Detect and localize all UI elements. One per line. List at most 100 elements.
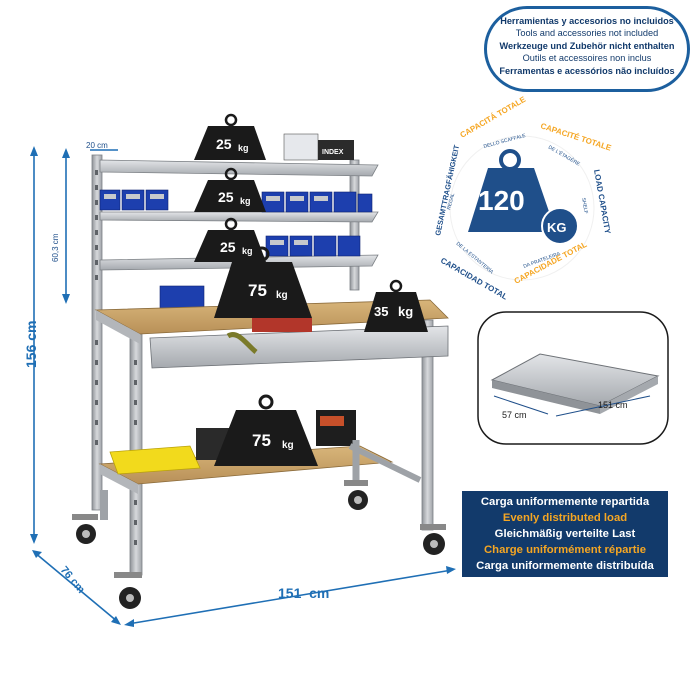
total-height-label: 156 cm bbox=[23, 321, 39, 368]
weight-third-shelf-value: 25 bbox=[220, 239, 236, 255]
width-dimension-line bbox=[127, 569, 453, 625]
drawer-tray-side bbox=[600, 376, 658, 414]
caster-wheel-icon bbox=[114, 572, 142, 609]
weight-drawer-value: 35 bbox=[374, 304, 388, 319]
badge-ring-it-sub: DELLO SCAFFALE bbox=[483, 133, 527, 150]
bottom-shelf-edge bbox=[100, 464, 138, 494]
weight-icon bbox=[364, 292, 428, 332]
drawer-callout: 57 cm 151 cm bbox=[477, 311, 669, 445]
weight-worktop-value: 75 bbox=[248, 281, 267, 300]
weight-ring-icon bbox=[258, 394, 274, 410]
callout-width-line bbox=[555, 395, 651, 417]
badge-ring-de: GESAMTTRAGFÄHIGKEIT bbox=[433, 144, 461, 237]
arrow-right-icon bbox=[111, 616, 121, 625]
badge-unit: KG bbox=[547, 220, 567, 235]
arrow-down-icon bbox=[62, 294, 70, 304]
weight-second-shelf: 25 kg bbox=[194, 167, 266, 212]
notice-line-pt: Ferramentas e acessórios não incluídos bbox=[499, 65, 675, 76]
arrow-right-icon bbox=[446, 566, 456, 574]
arrow-left-icon bbox=[124, 619, 134, 627]
weight-icon bbox=[214, 262, 312, 318]
badge-ring-en-sub: SHELF bbox=[580, 197, 589, 214]
legend-line-fr: Charge uniformément répartie bbox=[484, 544, 646, 556]
weight-unit: kg bbox=[238, 143, 249, 153]
weight-top-shelf-value: 25 bbox=[216, 136, 232, 152]
bin-contents bbox=[104, 194, 328, 245]
toolbox-latch bbox=[320, 416, 344, 426]
red-toolbox bbox=[252, 318, 312, 332]
legend-line-en: Evenly distributed load bbox=[502, 512, 628, 524]
gloves bbox=[226, 332, 258, 354]
depth-dimension-line bbox=[33, 551, 119, 623]
worktop-edge bbox=[96, 310, 140, 344]
badge-ring-it: CAPACITÁ TOTALE bbox=[459, 94, 528, 139]
weight-unit: kg bbox=[240, 196, 251, 206]
badge-ring-es: CAPACIDAD TOTAL bbox=[439, 256, 509, 302]
caster-wheel-icon bbox=[344, 480, 368, 510]
frame-rail bbox=[348, 443, 422, 483]
casters bbox=[72, 480, 446, 609]
badge-ring-regal: REGAL bbox=[446, 192, 456, 210]
arrow-up-icon bbox=[30, 146, 38, 156]
notice-line-de: Werkzeuge und Zubehör nicht enthalten bbox=[499, 40, 675, 51]
weight-unit: kg bbox=[398, 304, 413, 319]
arrow-left-icon bbox=[32, 550, 42, 558]
legend-line-de: Gleichmäßig verteilte Last bbox=[494, 528, 636, 540]
callout-depth-label: 57 cm bbox=[502, 410, 527, 420]
index-box bbox=[283, 133, 319, 161]
weight-ring-icon bbox=[254, 246, 270, 262]
weight-ring-icon bbox=[389, 279, 403, 293]
legend-line-pt: Carga uniformemente distribuída bbox=[476, 560, 654, 572]
weight-top-shelf: 25 kg bbox=[194, 113, 266, 160]
index-box-label: INDEX bbox=[322, 149, 344, 156]
load-capacity-badge: 120 KG GESAMTTRAGFÄHIGKEIT REGAL CAPACIT… bbox=[433, 94, 613, 301]
weight-ring-icon bbox=[499, 149, 521, 171]
upper-height-label: 60,3 cm bbox=[51, 233, 60, 262]
index-box-dark bbox=[318, 140, 354, 160]
notice-line-fr: Outils et accessoires non inclus bbox=[522, 53, 652, 64]
weight-bottom-shelf: 75 kg bbox=[214, 394, 318, 466]
callout-width-label: 151 cm bbox=[598, 400, 628, 410]
drawer-tray-edge bbox=[492, 380, 600, 414]
caster-wheel-icon bbox=[420, 524, 446, 555]
weight-unit: kg bbox=[282, 440, 294, 451]
dimension-lines bbox=[30, 146, 456, 627]
callout-depth-line bbox=[493, 395, 549, 415]
weight-ring-icon bbox=[224, 113, 238, 127]
weight-icon bbox=[194, 230, 266, 262]
weight-ring-icon bbox=[224, 167, 238, 181]
arrow-up-icon bbox=[62, 148, 70, 158]
badge-ring-en: LOAD CAPACITY bbox=[592, 169, 612, 235]
badge-unit-circle bbox=[541, 207, 579, 245]
badge-ring-fr-sub: DE L'ÉTAGÈRE bbox=[547, 144, 582, 168]
second-shelf bbox=[99, 211, 379, 223]
drawer bbox=[149, 325, 449, 369]
notice-line-en: Tools and accessories not included bbox=[515, 28, 659, 39]
black-toolbox bbox=[316, 410, 356, 446]
frame-uprights bbox=[91, 154, 434, 576]
weight-second-shelf-value: 25 bbox=[218, 189, 234, 205]
weight-bottom-shelf-value: 75 bbox=[252, 431, 271, 450]
weight-worktop: 75 kg bbox=[214, 246, 312, 318]
shelf-depth-label: 20 cm bbox=[86, 141, 108, 150]
weight-icon bbox=[468, 168, 556, 232]
legend-line-es: Carga uniformemente repartida bbox=[480, 496, 650, 508]
notice-line-es: Herramientas y accesorios no incluidos bbox=[500, 16, 674, 26]
tools-not-included-notice: Herramientas y accesorios no incluidos T… bbox=[484, 6, 690, 92]
arrow-down-icon bbox=[30, 534, 38, 544]
weight-unit: kg bbox=[276, 290, 288, 301]
distributed-load-legend: Carga uniformemente repartida Evenly dis… bbox=[462, 491, 668, 577]
weight-third-shelf: 25 kg bbox=[194, 217, 266, 262]
weight-icon bbox=[194, 180, 266, 212]
weight-icon bbox=[214, 410, 318, 466]
badge-value: 120 bbox=[478, 185, 525, 216]
weight-icon bbox=[194, 126, 266, 160]
depth-label: 76 cm bbox=[58, 564, 87, 596]
width-label: 151 cm bbox=[278, 585, 329, 601]
weight-ring-icon bbox=[224, 217, 238, 231]
yellow-bag bbox=[109, 445, 201, 475]
caster-wheel-icon bbox=[72, 514, 98, 544]
weight-drawer: 35 kg bbox=[364, 279, 428, 332]
top-shelf bbox=[99, 159, 379, 177]
